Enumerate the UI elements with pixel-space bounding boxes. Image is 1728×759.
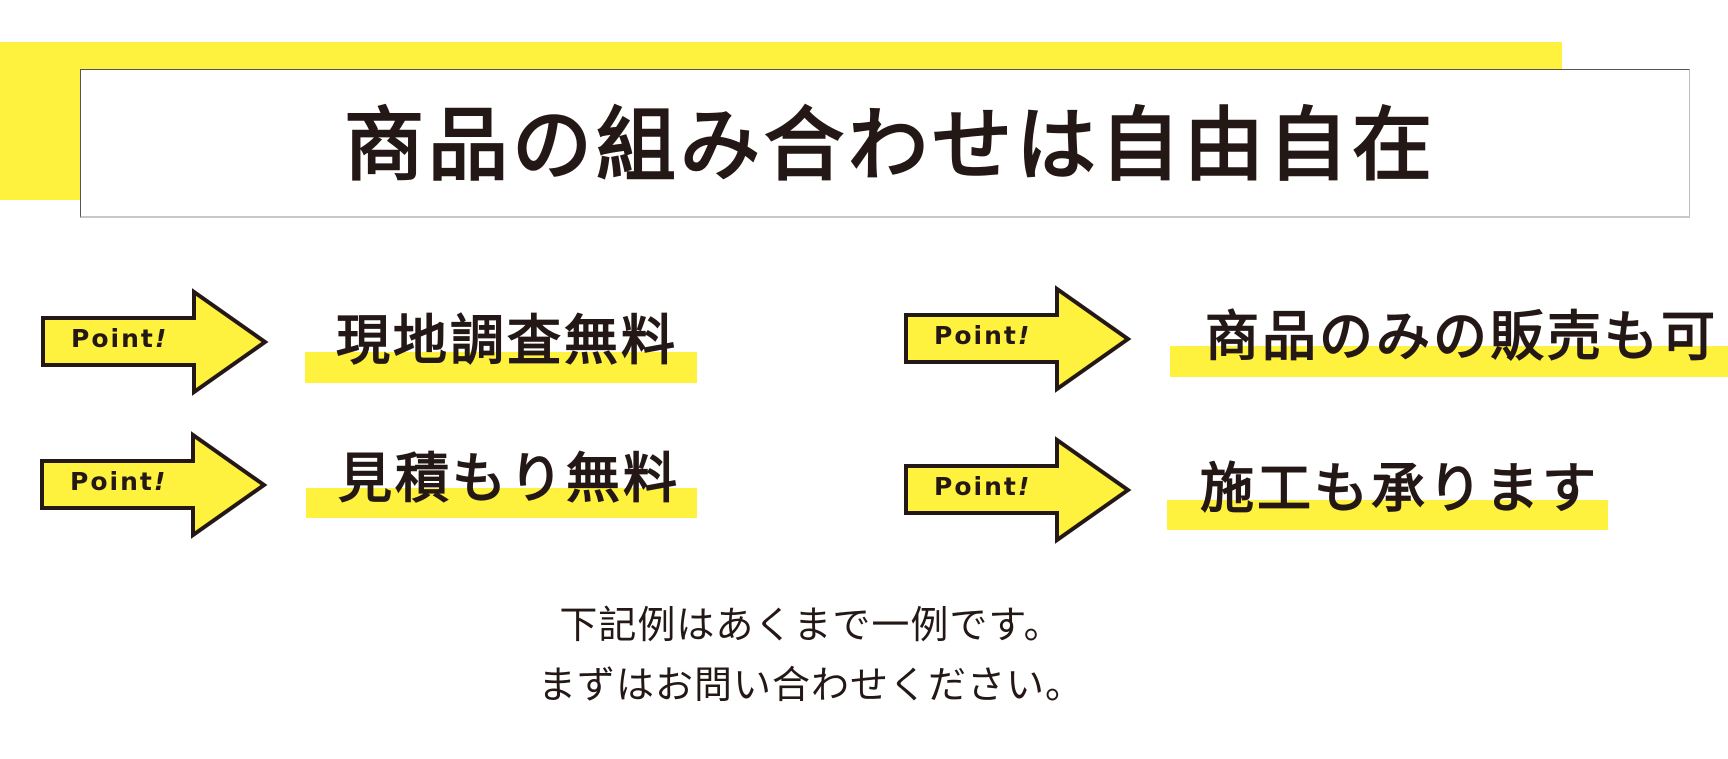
point-arrow-badge-2: Point! bbox=[40, 431, 268, 539]
highlight-bar bbox=[1170, 346, 1728, 377]
feature-label: 現地調査無料 bbox=[336, 309, 678, 372]
point-badge-label: Point! bbox=[934, 472, 1032, 501]
point-arrow-badge-1: Point! bbox=[41, 288, 269, 396]
page-title: 商品の組み合わせは自由自在 bbox=[344, 99, 1436, 192]
point-arrow-badge-3: Point! bbox=[904, 285, 1132, 393]
highlight-bar bbox=[306, 488, 697, 518]
arrow-right-icon bbox=[40, 431, 268, 539]
title-box: 商品の組み合わせは自由自在 bbox=[80, 69, 1690, 218]
feature-label: 見積もり無料 bbox=[338, 447, 680, 510]
note-line-2: まずはお問い合わせください。 bbox=[537, 663, 1084, 707]
note-line-1: 下記例はあくまで一例です。 bbox=[559, 603, 1063, 647]
highlight-bar bbox=[1167, 500, 1608, 530]
point-badge-label: Point! bbox=[70, 467, 168, 496]
feature-label: 商品のみの販売も可 bbox=[1205, 305, 1718, 368]
highlight-bar bbox=[305, 352, 697, 383]
point-badge-label: Point! bbox=[71, 324, 169, 353]
feature-label: 施工も承ります bbox=[1200, 457, 1599, 520]
point-badge-label: Point! bbox=[934, 321, 1032, 350]
point-arrow-badge-4: Point! bbox=[904, 436, 1132, 544]
arrow-right-icon bbox=[904, 436, 1132, 544]
arrow-right-icon bbox=[41, 288, 269, 396]
arrow-right-icon bbox=[904, 285, 1132, 393]
